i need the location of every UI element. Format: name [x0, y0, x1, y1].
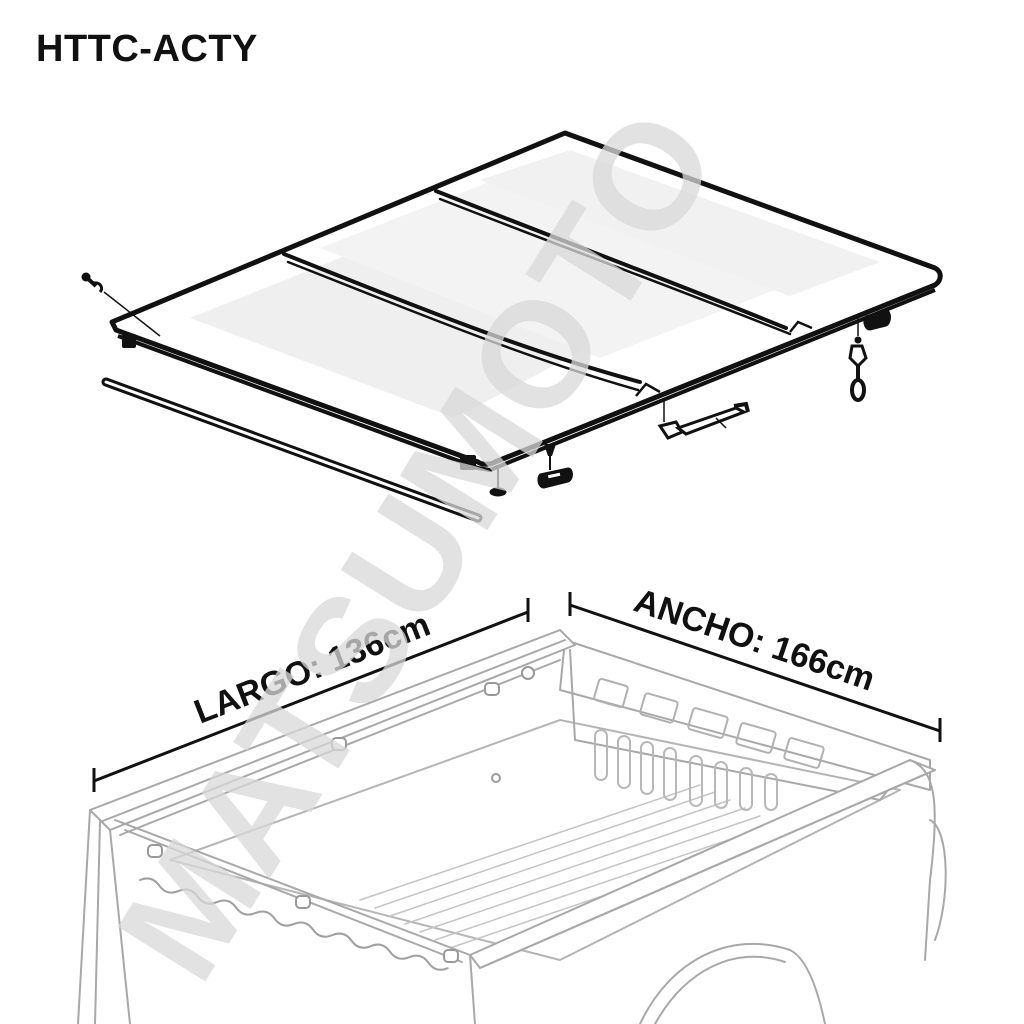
tonneau-cover-illustration [109, 130, 943, 473]
product-code-title: HTTC-ACTY [36, 28, 258, 70]
hardware-parts [81, 272, 891, 523]
truck-bed-illustration [77, 629, 947, 1024]
